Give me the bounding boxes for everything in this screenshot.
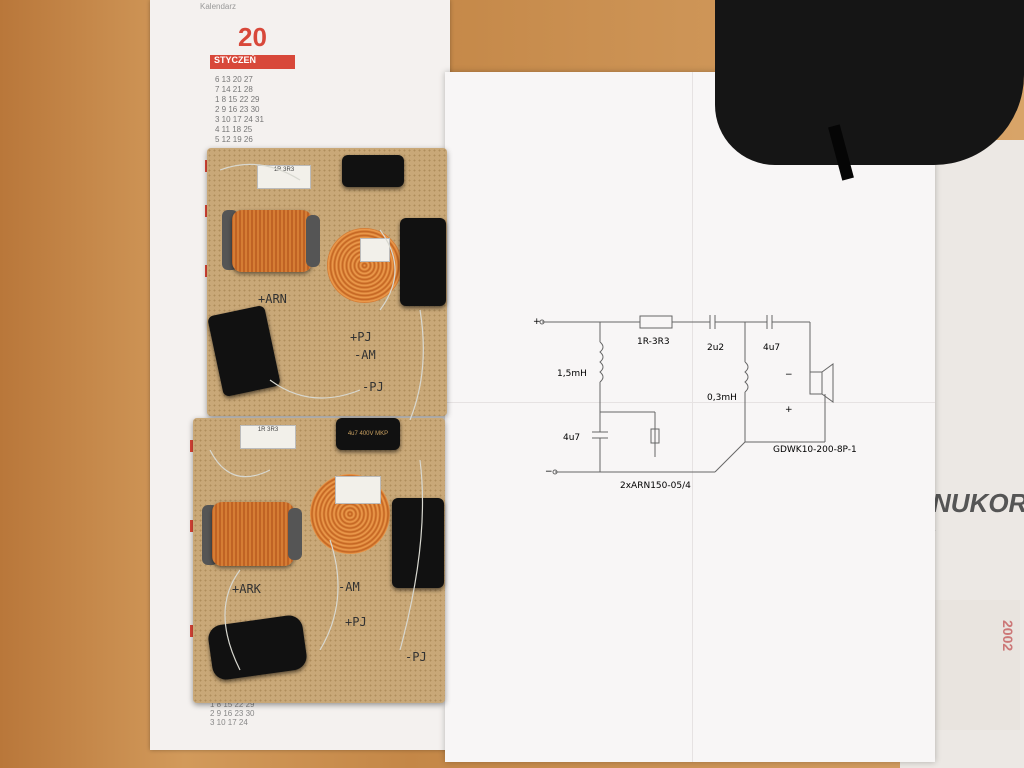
- schematic-plus-label: +: [533, 317, 541, 327]
- calendar-grid: 6 13 20 27 7 14 21 28 1 8 15 22 29 2 9 1…: [215, 75, 295, 145]
- schematic-woofer-model: 2xARN150-05/4: [620, 481, 691, 491]
- calendar-row: 1 8 15 22 29: [215, 95, 260, 104]
- coil-core-end: [288, 508, 302, 560]
- schematic-tweeter-minus: −: [785, 370, 793, 380]
- copper-coil: [232, 210, 312, 272]
- newspaper-year: 2002: [1000, 620, 1016, 652]
- calendar-row: 1 8 15 22 29: [210, 700, 255, 709]
- camera-bag: [715, 0, 1024, 165]
- board-label: -PJ: [362, 380, 384, 394]
- coil-label: [335, 476, 381, 504]
- schematic-minus-label: −: [545, 467, 553, 477]
- schematic-wires: [539, 315, 834, 475]
- calendar-year: 20: [238, 22, 267, 52]
- schematic-cap2-label: 4u7: [763, 343, 780, 353]
- schematic-cap1-label: 2u2: [707, 343, 724, 353]
- calendar-bottom-grid: 1 8 15 22 29 2 9 16 23 30 3 10 17 24: [210, 700, 254, 727]
- schematic-coil1-label: 1,5mH: [557, 369, 587, 379]
- board-label: +ARK: [232, 582, 261, 596]
- calendar-row: 2 9 16 23 30: [210, 709, 255, 718]
- paper-fold: [692, 72, 693, 762]
- calendar-row: 5 12 19 26: [215, 135, 253, 144]
- calendar-row: 3 10 17 24: [210, 718, 248, 727]
- calendar-row: 3 10 17 24 31: [215, 115, 264, 124]
- calendar-month-bar: [210, 55, 295, 69]
- component-wires: [209, 163, 424, 671]
- board-label: -AM: [354, 348, 376, 362]
- calendar-month: STYCZEŃ: [214, 55, 257, 65]
- schematic-cap3-label: 4u7: [563, 433, 580, 443]
- newspaper-calendar: [935, 600, 1020, 730]
- board-label: +PJ: [350, 330, 372, 344]
- schematic-paper: [445, 72, 935, 762]
- board-label: -PJ: [405, 650, 427, 664]
- ceramic-resistor: 1R 3R3: [240, 425, 296, 449]
- coil-core-end: [306, 215, 320, 267]
- calendar-header: Kalendarz: [200, 2, 237, 11]
- board-label: +PJ: [345, 615, 367, 629]
- schematic-coil2-label: 0,3mH: [707, 393, 737, 403]
- schematic-resistor-label: 1R-3R3: [637, 337, 670, 347]
- coil-label: [360, 238, 390, 262]
- crossover-board-top: [207, 148, 447, 416]
- calendar-row: 6 13 20 27: [215, 75, 253, 84]
- newspaper-brand: NUKOR: [932, 488, 1024, 518]
- paper-fold: [445, 402, 935, 403]
- crossover-schematic: + 1R-3R3 2u2 4u7 1,5mH 0,3mH 4u7 + − GDW…: [533, 315, 857, 491]
- newspaper-text: ...: [930, 525, 1010, 534]
- copper-coil: [212, 502, 294, 566]
- schematic-tweeter-plus: +: [785, 405, 793, 415]
- board-label: +ARN: [258, 292, 287, 306]
- calendar-row: 7 14 21 28: [215, 85, 253, 94]
- schematic-tweeter-model: GDWK10-200-8P-1: [773, 445, 857, 455]
- calendar-row: 2 9 16 23 30: [215, 105, 260, 114]
- capacitor-black: [400, 218, 446, 306]
- capacitor-black: 4u7 400V MKP: [336, 418, 400, 450]
- ceramic-resistor: 1R 3R3: [257, 165, 311, 189]
- capacitor-black: [342, 155, 404, 187]
- calendar-row: 4 11 18 25: [215, 125, 253, 134]
- capacitor-black: [392, 498, 444, 588]
- board-label: -AM: [338, 580, 360, 594]
